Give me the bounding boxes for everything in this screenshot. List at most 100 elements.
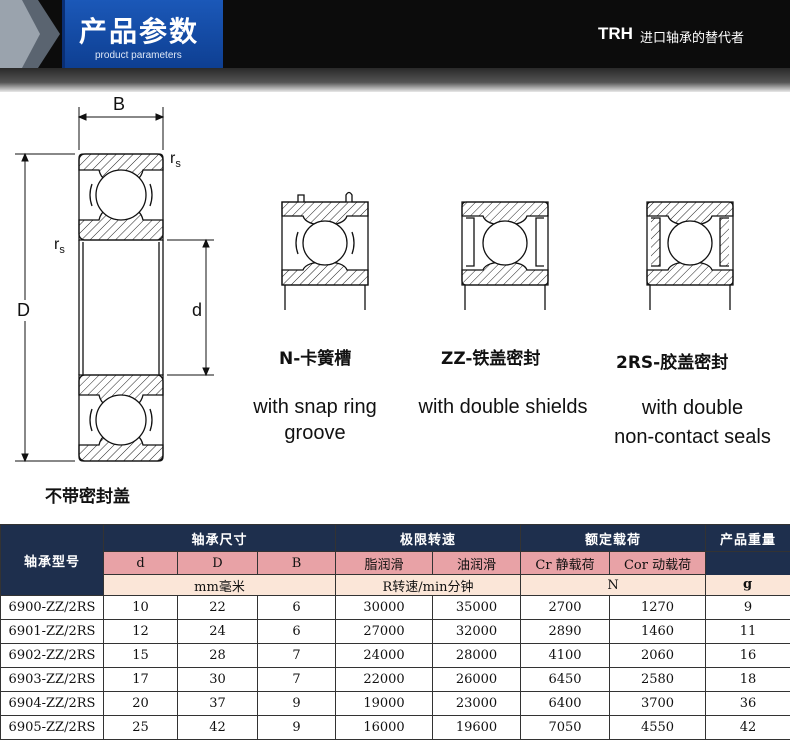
- col-cor: Cor 动载荷: [609, 551, 707, 575]
- spec-table: 轴承型号 轴承尺寸 极限转速 额定载荷 产品重量 d D B 脂润滑 油润滑 C…: [0, 524, 790, 740]
- cell-grease-speed: 24000: [335, 643, 434, 668]
- variant-n-code: N-卡簧槽: [279, 349, 352, 369]
- cell-cr: 2700: [520, 595, 611, 620]
- cell-d: 17: [103, 667, 178, 692]
- dim-label-B: B: [113, 94, 126, 114]
- cell-grease-speed: 30000: [335, 595, 434, 620]
- variant-zz-code: ZZ-铁盖密封: [441, 349, 541, 369]
- cell-oil-speed: 32000: [432, 619, 522, 644]
- cell-d: 10: [103, 595, 178, 620]
- variant-n-desc: with snap ring groove: [232, 396, 398, 445]
- title-box: 产品参数 product parameters: [62, 0, 223, 68]
- cell-grease-speed: 22000: [335, 667, 434, 692]
- cell-d: 12: [103, 619, 178, 644]
- brand-slogan: 进口轴承的替代者: [640, 31, 745, 46]
- cell-D: 37: [177, 691, 258, 716]
- cell-B: 7: [256, 643, 337, 668]
- header-weight: 产品重量: [705, 524, 790, 552]
- unit-weight: g: [706, 574, 790, 595]
- dim-label-r-left: r: [54, 236, 60, 253]
- cell-model: 6904-ZZ/2RS: [0, 691, 104, 716]
- seal-section: [646, 201, 734, 310]
- cell-D: 42: [177, 715, 258, 740]
- variant-zz-desc: with double shields: [412, 396, 594, 419]
- variant-zz-desc-line1: with double shields: [418, 396, 588, 418]
- cell-weight: 18: [705, 667, 790, 692]
- cell-cr: 7050: [520, 715, 611, 740]
- bearing-diagrams: B rs rs D d 不带密封盖 N-卡簧槽 with snap ring g…: [0, 92, 790, 520]
- cell-D: 30: [177, 667, 258, 692]
- variant-n-desc-line1: with snap ring: [253, 396, 377, 418]
- cell-D: 22: [177, 595, 258, 620]
- cell-B: 7: [256, 667, 337, 692]
- header-model: 轴承型号: [0, 524, 104, 596]
- cell-cr: 4100: [520, 643, 611, 668]
- shield-section: [461, 201, 549, 310]
- dim-label-r-top: r: [170, 150, 176, 167]
- dim-label-s-left: s: [59, 244, 65, 257]
- cell-B: 9: [256, 715, 337, 740]
- variant-n-desc-line2: groove: [284, 422, 346, 444]
- cell-weight: 11: [705, 619, 790, 644]
- col-d: d: [103, 551, 178, 575]
- cell-model: 6905-ZZ/2RS: [0, 715, 104, 740]
- cell-oil-speed: 28000: [432, 643, 522, 668]
- open-bearing-caption: 不带密封盖: [45, 487, 130, 507]
- cell-B: 6: [256, 595, 337, 620]
- cell-D: 24: [177, 619, 258, 644]
- cell-B: 6: [256, 619, 337, 644]
- brand-logo: TRH: [598, 24, 633, 43]
- col-D: D: [177, 551, 258, 575]
- variant-2rs-desc: with double non-contact seals: [600, 397, 785, 449]
- cell-model: 6903-ZZ/2RS: [0, 667, 104, 692]
- cell-model: 6901-ZZ/2RS: [0, 619, 104, 644]
- cell-cr: 2890: [520, 619, 611, 644]
- cell-cor: 2060: [609, 643, 707, 668]
- cell-d: 20: [103, 691, 178, 716]
- cell-cor: 1460: [609, 619, 707, 644]
- page-title: 产品参数: [79, 15, 200, 48]
- dim-label-s-top: s: [175, 158, 181, 171]
- col-B: B: [256, 551, 337, 575]
- cell-d: 15: [103, 643, 178, 668]
- unit-size: mm毫米: [102, 574, 337, 596]
- variant-2rs-code: 2RS-胶盖密封: [616, 353, 729, 373]
- col-grease: 脂润滑: [335, 551, 434, 575]
- cell-cor: 1270: [609, 595, 707, 620]
- cell-oil-speed: 35000: [432, 595, 522, 620]
- variant-2rs-desc-line1: with double: [641, 397, 744, 419]
- weight-spacer: g: [705, 551, 790, 596]
- cell-weight: 36: [705, 691, 790, 716]
- cell-cor: 3700: [609, 691, 707, 716]
- page-subtitle: product parameters: [95, 50, 182, 61]
- unit-speed: R转速/min分钟: [335, 574, 522, 596]
- unit-load: N: [520, 574, 707, 596]
- variant-2rs-desc-line2: non-contact seals: [614, 426, 771, 448]
- col-cr: Cr 静载荷: [520, 551, 611, 575]
- dim-label-rs-top: rs: [170, 150, 181, 170]
- cell-cor: 4550: [609, 715, 707, 740]
- dim-label-d: d: [192, 300, 203, 320]
- cell-weight: 9: [705, 595, 790, 620]
- cell-grease-speed: 16000: [335, 715, 434, 740]
- cell-D: 28: [177, 643, 258, 668]
- cell-oil-speed: 19600: [432, 715, 522, 740]
- cell-model: 6900-ZZ/2RS: [0, 595, 104, 620]
- cell-cr: 6450: [520, 667, 611, 692]
- dim-label-D: D: [17, 300, 30, 321]
- cell-model: 6902-ZZ/2RS: [0, 643, 104, 668]
- header-size: 轴承尺寸: [102, 524, 337, 552]
- cell-d: 25: [103, 715, 178, 740]
- cell-weight: 42: [705, 715, 790, 740]
- dim-label-rs-left: rs: [54, 236, 65, 256]
- cell-cor: 2580: [609, 667, 707, 692]
- header-speed: 极限转速: [335, 524, 522, 552]
- snap-ring-section: [281, 191, 369, 310]
- cell-grease-speed: 27000: [335, 619, 434, 644]
